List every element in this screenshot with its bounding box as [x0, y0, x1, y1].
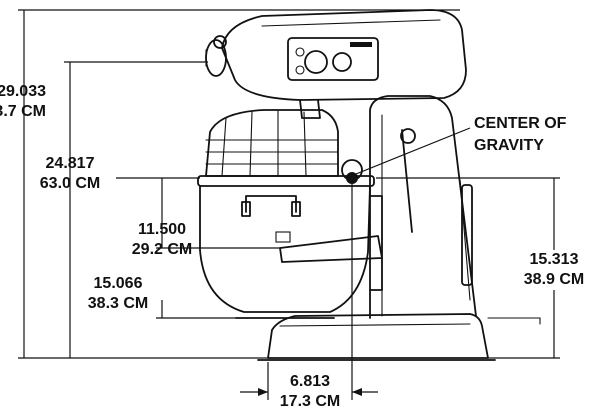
dimension-lines	[18, 9, 560, 400]
mixer-column	[369, 95, 477, 319]
mixer-illustration	[197, 9, 541, 361]
bowl-height-in: 11.500	[138, 221, 186, 238]
overall-height-cm: 73.7 CM	[0, 103, 46, 120]
cog-offset-cm: 17.3 CM	[280, 393, 340, 410]
cog-height-cm: 38.9 CM	[524, 271, 584, 288]
cog-height-in: 15.313	[530, 251, 579, 268]
raised-height-cm: 63.0 CM	[40, 175, 100, 192]
rear-foot-bracket	[487, 317, 541, 325]
dimension-labels: 29.033 73.7 CM 24.817 63.0 CM 11.500 29.…	[0, 83, 584, 410]
bowl-bottom-height-cm: 38.3 CM	[88, 295, 148, 312]
bowl-guard	[205, 109, 339, 177]
bowl-height-cm: 29.2 CM	[132, 241, 192, 258]
raised-height-in: 24.817	[46, 155, 95, 172]
mixer-base	[257, 313, 496, 361]
cog-callout-line1: CENTER OF	[474, 115, 567, 132]
mixing-bowl	[197, 175, 375, 319]
bowl-bottom-height-in: 15.066	[94, 275, 143, 292]
overall-height-in: 29.033	[0, 83, 46, 100]
mixer-head	[205, 9, 467, 119]
cog-offset-in: 6.813	[290, 373, 330, 390]
cog-callout-line2: GRAVITY	[474, 137, 544, 154]
